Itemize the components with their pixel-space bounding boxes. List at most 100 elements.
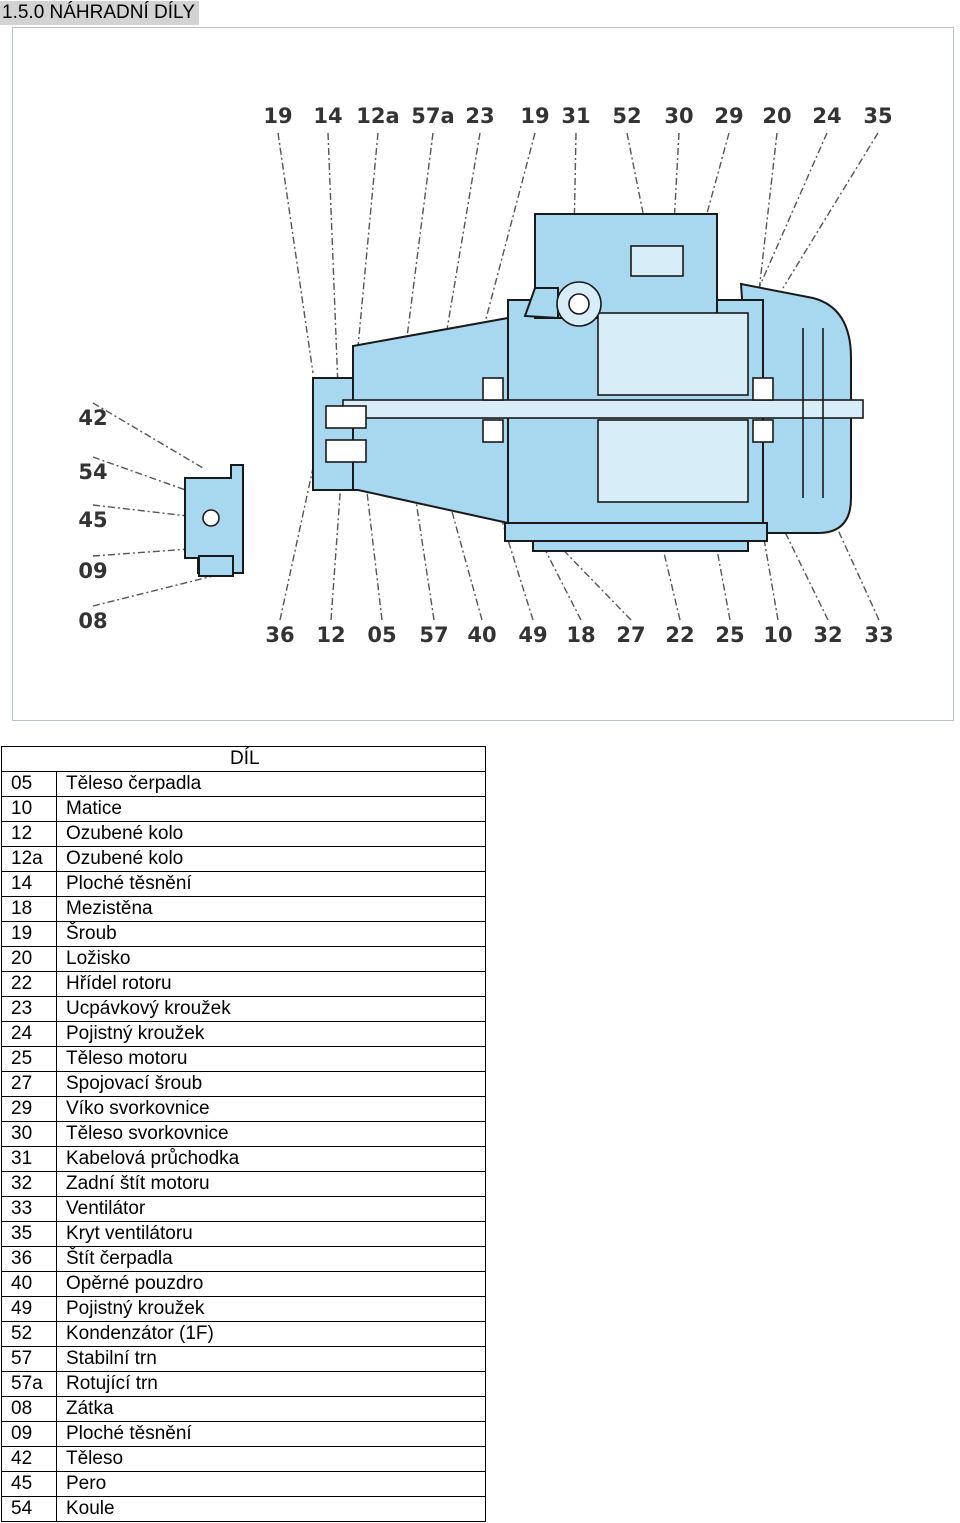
callout-label: 22 (665, 623, 694, 647)
table-header-row: DÍL (1, 746, 486, 772)
part-number: 25 (1, 1046, 57, 1072)
part-name: Pojistný kroužek (56, 1021, 486, 1047)
part-name: Zátka (56, 1396, 486, 1422)
callout-label: 19 (520, 104, 549, 128)
part-name: Těleso motoru (56, 1046, 486, 1072)
callout-label: 45 (78, 508, 107, 532)
leader-line (472, 132, 536, 369)
leader-line (279, 467, 314, 621)
part-number: 18 (1, 896, 57, 922)
part-name: Zadní štít motoru (56, 1171, 486, 1197)
part-number: 23 (1, 996, 57, 1022)
callout-label: 09 (78, 559, 107, 583)
callout-label: 52 (612, 104, 641, 128)
callout-label: 08 (78, 609, 107, 633)
part-number: 19 (1, 921, 57, 947)
part-number: 35 (1, 1221, 57, 1247)
part-number: 52 (1, 1321, 57, 1347)
callout-label: 12 (316, 623, 345, 647)
leader-line (762, 532, 779, 621)
part-name: Ložisko (56, 946, 486, 972)
callout-label: 49 (518, 623, 547, 647)
part-name: Mezistěna (56, 896, 486, 922)
part-number: 27 (1, 1071, 57, 1097)
callout-label: 23 (465, 104, 494, 128)
part-name: Šroub (56, 921, 486, 947)
callout-label: 32 (813, 623, 842, 647)
callout-label: 19 (263, 104, 292, 128)
callout-label: 31 (561, 104, 590, 128)
part-number: 09 (1, 1421, 57, 1447)
part-number: 49 (1, 1296, 57, 1322)
part-name: Kabelová průchodka (56, 1146, 486, 1172)
part-name: Ploché těsnění (56, 1421, 486, 1447)
part-name: Těleso svorkovnice (56, 1121, 486, 1147)
part-number: 45 (1, 1471, 57, 1497)
part-name: Rotující trn (56, 1371, 486, 1397)
part-number: 32 (1, 1171, 57, 1197)
part-name: Matice (56, 796, 486, 822)
leader-line (827, 507, 880, 621)
callout-label: 54 (78, 460, 107, 484)
callout-label: 57 (419, 623, 448, 647)
part-name: Koule (56, 1496, 486, 1522)
callout-label: 35 (863, 104, 892, 128)
leader-line (407, 447, 435, 621)
part-name: Opěrné pouzdro (56, 1271, 486, 1297)
part-name: Štít čerpadla (56, 1246, 486, 1272)
callout-label: 33 (864, 623, 893, 647)
part-number: 29 (1, 1096, 57, 1122)
part-number: 57a (1, 1371, 57, 1397)
part-number: 33 (1, 1196, 57, 1222)
callout-label: 24 (812, 104, 841, 128)
leader-line (327, 132, 339, 389)
leader-line (782, 527, 829, 621)
part-name: Hřídel rotoru (56, 971, 486, 997)
leader-line (757, 132, 828, 291)
leader-line (277, 132, 314, 374)
callout-label: 27 (616, 623, 645, 647)
part-number: 30 (1, 1121, 57, 1147)
callout-label: 12a (356, 104, 399, 128)
rotor-shaft (342, 399, 864, 419)
leader-line (92, 402, 204, 469)
callout-label: 36 (265, 623, 294, 647)
part-name: Kondenzátor (1F) (56, 1321, 486, 1347)
callout-label: 30 (664, 104, 693, 128)
callout-label: 29 (714, 104, 743, 128)
part-name: Pojistný kroužek (56, 1296, 486, 1322)
callout-label: 25 (715, 623, 744, 647)
leader-line (702, 132, 730, 229)
part-number: 36 (1, 1246, 57, 1272)
part-number: 42 (1, 1446, 57, 1472)
callout-label: 57a (411, 104, 454, 128)
part-number: 12 (1, 821, 57, 847)
part-number: 24 (1, 1021, 57, 1047)
